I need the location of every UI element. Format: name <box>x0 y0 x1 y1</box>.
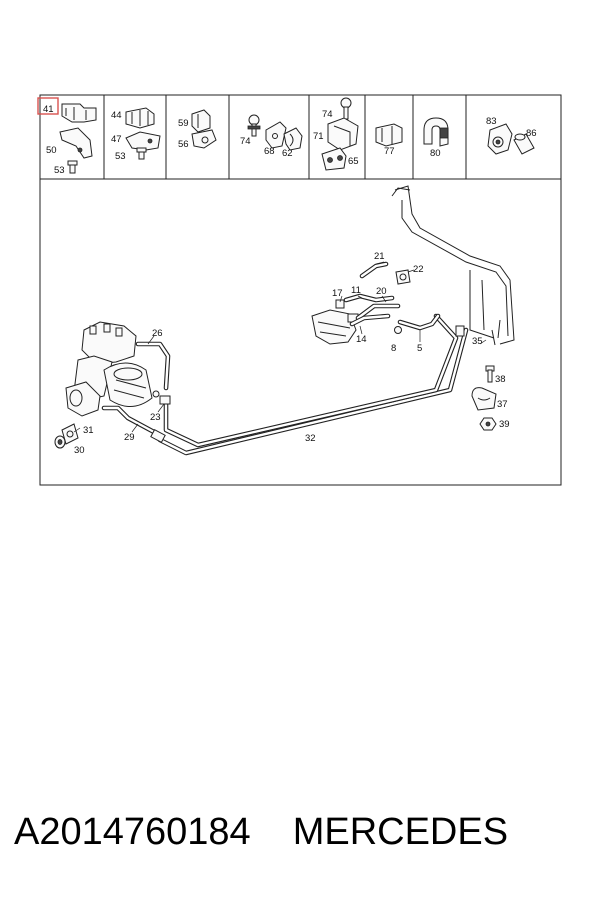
callout-74b[interactable]: 74 <box>322 109 333 120</box>
hose-5 <box>397 313 441 331</box>
clip-35-icon <box>455 325 465 337</box>
callout-22[interactable]: 22 <box>413 264 424 275</box>
callout-65[interactable]: 65 <box>348 156 359 167</box>
clip-65-icon <box>321 147 347 171</box>
hose-14 <box>349 313 391 327</box>
callout-80[interactable]: 80 <box>430 148 441 159</box>
callout-26[interactable]: 26 <box>152 328 163 339</box>
clip-59-icon <box>191 109 211 133</box>
fuel-line-29 <box>101 405 157 435</box>
clamp-62-icon <box>283 127 303 151</box>
callout-53[interactable]: 53 <box>54 165 65 176</box>
fitting-23-icon <box>159 395 171 405</box>
part-number: A2014760184 <box>14 810 251 853</box>
fitting-17-icon <box>335 299 345 309</box>
callout-44[interactable]: 44 <box>111 110 122 121</box>
clamp-37-icon <box>471 387 497 411</box>
clamp-83-icon <box>487 123 513 155</box>
screw-53-icon <box>67 160 78 174</box>
callout-86[interactable]: 86 <box>526 128 537 139</box>
callout-14[interactable]: 14 <box>356 334 367 345</box>
panel-separators <box>103 95 467 179</box>
bracket-47-icon <box>125 131 161 151</box>
callout-50[interactable]: 50 <box>46 145 57 156</box>
callout-77[interactable]: 77 <box>384 146 395 157</box>
hose-20 <box>355 303 401 321</box>
panel-labels: 41 50 53 44 47 53 59 56 74 68 62 74 71 6… <box>43 104 537 176</box>
callout-62[interactable]: 62 <box>282 148 293 159</box>
clip-56-icon <box>191 129 217 149</box>
callout-68[interactable]: 68 <box>264 146 275 157</box>
fuel-line-26 <box>135 341 171 391</box>
clip-77-icon <box>375 123 403 147</box>
callout-83[interactable]: 83 <box>486 116 497 127</box>
nut-39-icon <box>479 417 497 431</box>
hose-86-icon <box>513 133 535 155</box>
washer-30-icon <box>54 435 66 449</box>
callout-17[interactable]: 17 <box>332 288 343 299</box>
bracket-71-icon <box>327 117 359 151</box>
callout-41[interactable]: 41 <box>43 104 54 115</box>
callout-29[interactable]: 29 <box>124 432 135 443</box>
screw-38-icon <box>485 365 495 383</box>
fuel-pump-assembly <box>65 321 160 417</box>
callout-38[interactable]: 38 <box>495 374 506 385</box>
callout-35[interactable]: 35 <box>472 336 483 347</box>
clip-44-icon <box>125 107 155 129</box>
part-caption: A2014760184 MERCEDES <box>14 802 594 862</box>
leader-lines <box>73 261 487 433</box>
selected-part-highlight <box>37 97 59 115</box>
clamp-80-icon <box>423 117 449 147</box>
callout-11[interactable]: 11 <box>351 285 361 296</box>
callout-20[interactable]: 20 <box>376 286 387 297</box>
callout-74[interactable]: 74 <box>240 136 251 147</box>
hose-21 <box>359 261 389 279</box>
callout-53b[interactable]: 53 <box>115 151 126 162</box>
callout-5[interactable]: 5 <box>417 343 422 354</box>
fuel-tank-outline <box>391 185 515 346</box>
bracket-50-icon <box>59 127 93 159</box>
callout-32[interactable]: 32 <box>305 433 316 444</box>
bolt-74b-icon <box>340 97 352 120</box>
callout-23[interactable]: 23 <box>150 412 161 423</box>
nut-8-icon <box>394 326 402 334</box>
bracket-68-icon <box>265 121 287 149</box>
brand-name: MERCEDES <box>292 810 509 853</box>
bolt-74-icon <box>247 114 261 137</box>
filter-bracket-assembly <box>311 309 359 345</box>
main-labels: 21 22 17 11 20 14 8 5 35 26 38 37 39 23 … <box>74 251 510 456</box>
callout-8[interactable]: 8 <box>391 343 396 354</box>
callout-47[interactable]: 47 <box>111 134 122 145</box>
clip-41-icon <box>61 103 97 123</box>
callout-59[interactable]: 59 <box>178 118 189 129</box>
callout-39[interactable]: 39 <box>499 419 510 430</box>
callout-56[interactable]: 56 <box>178 139 189 150</box>
union-fitting-icon <box>150 428 166 444</box>
clamp-22-icon <box>395 269 411 285</box>
screw-53b-icon <box>136 147 147 160</box>
callout-21[interactable]: 21 <box>374 251 385 262</box>
fuel-line-32 <box>157 313 469 456</box>
callout-71[interactable]: 71 <box>313 131 324 142</box>
callout-30[interactable]: 30 <box>74 445 85 456</box>
callout-31[interactable]: 31 <box>83 425 94 436</box>
callout-37[interactable]: 37 <box>497 399 508 410</box>
